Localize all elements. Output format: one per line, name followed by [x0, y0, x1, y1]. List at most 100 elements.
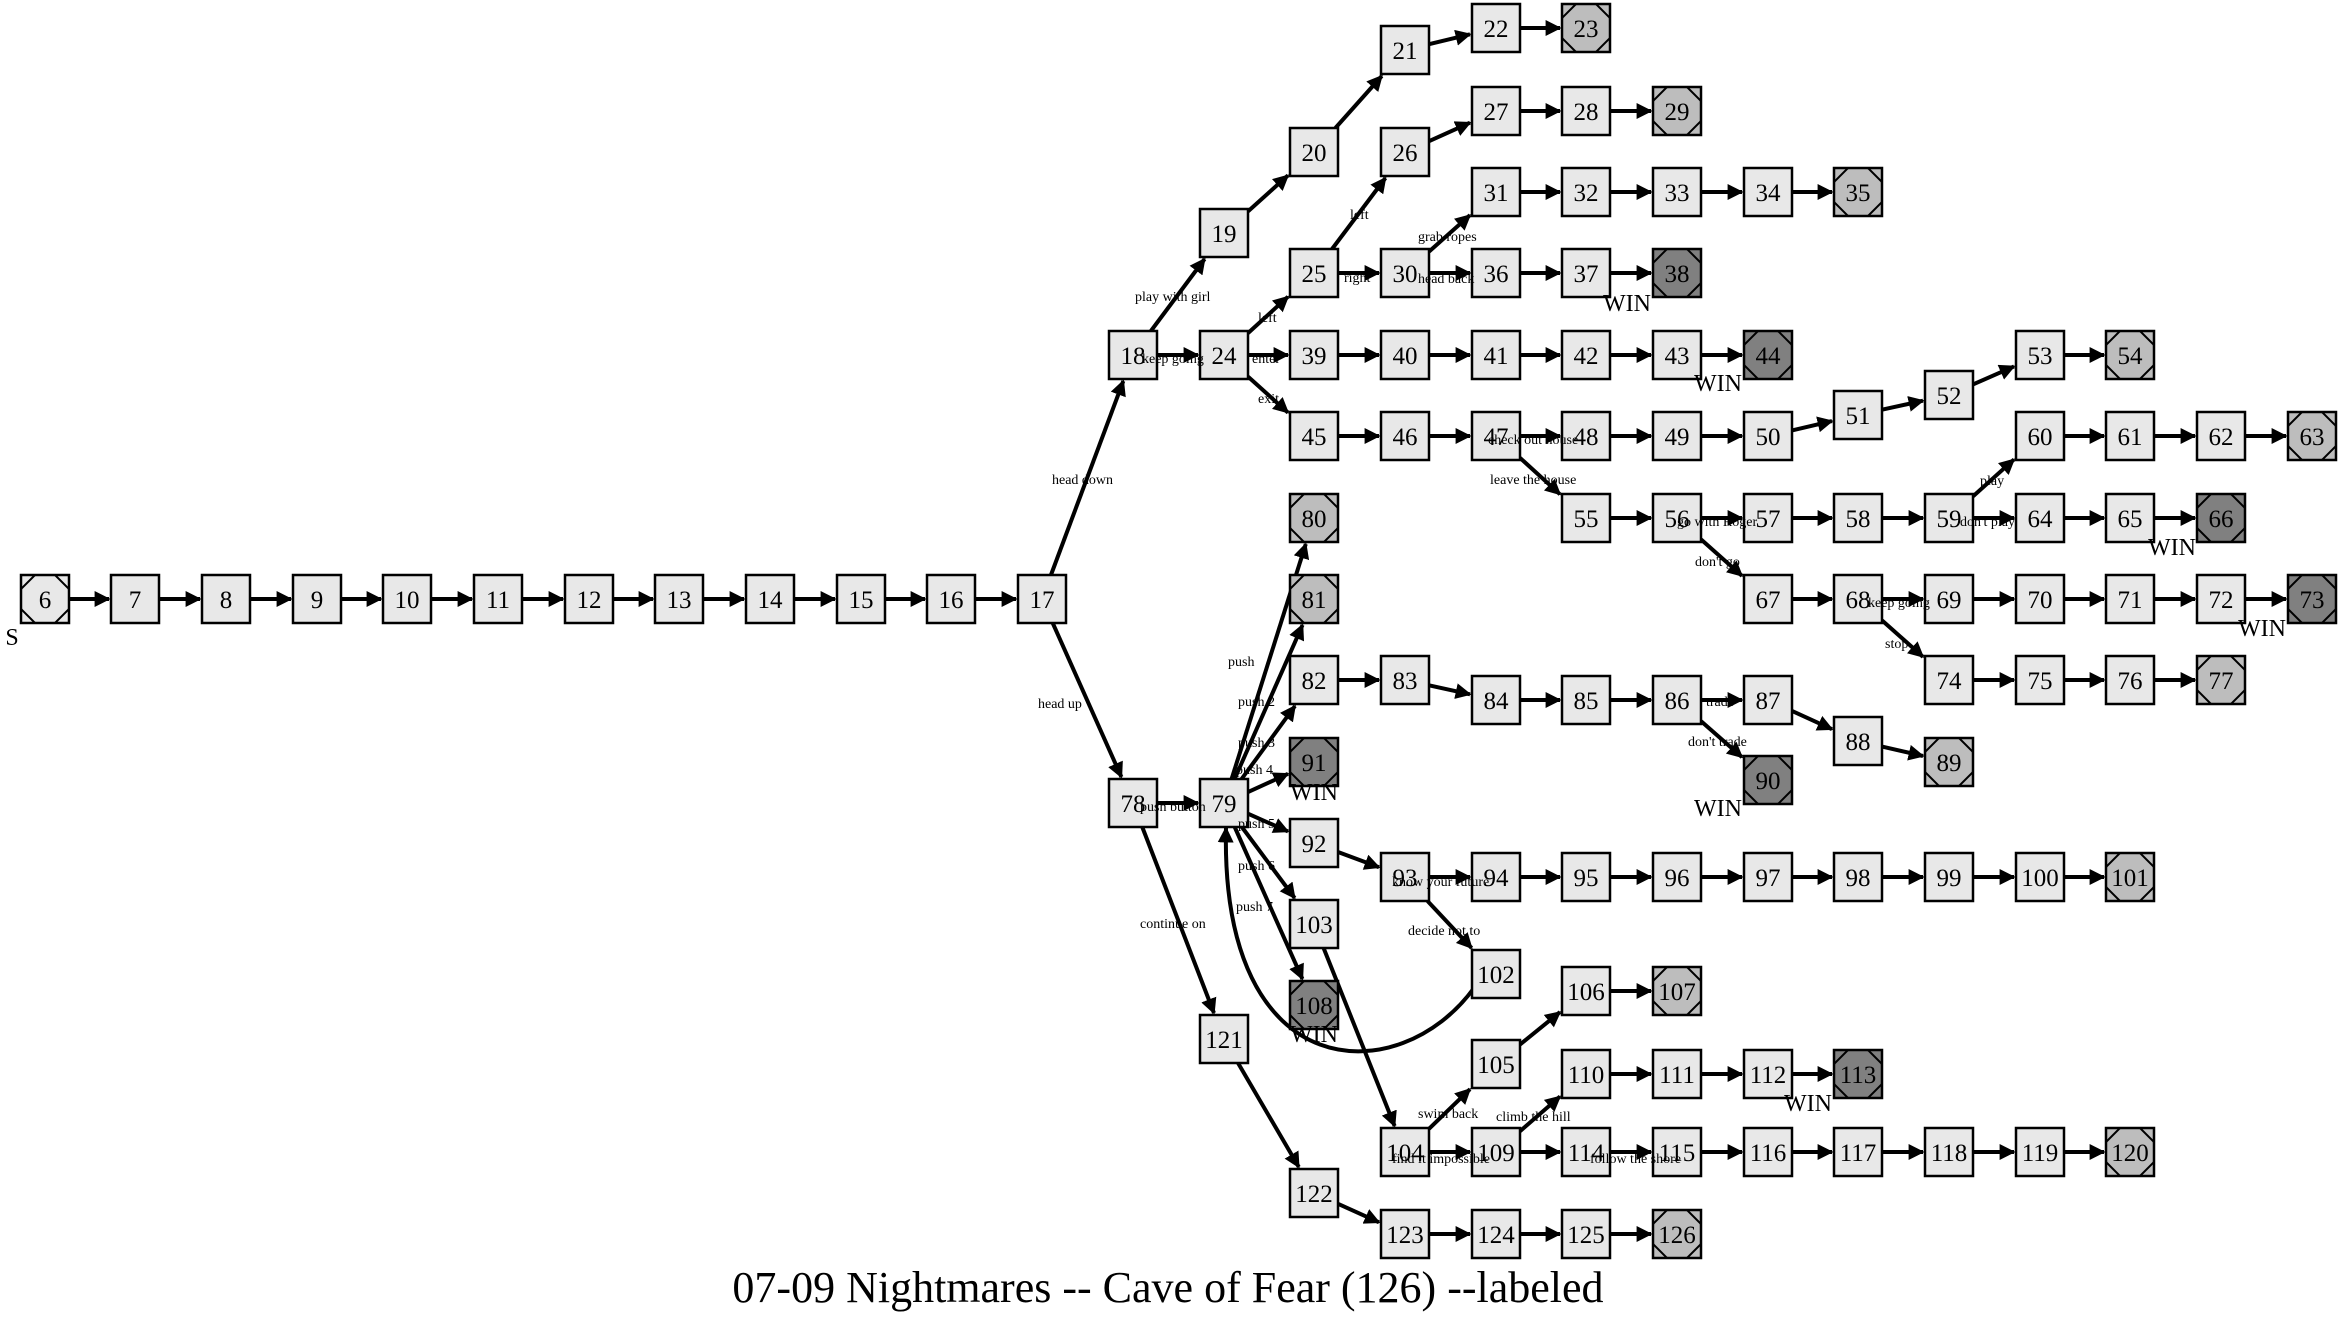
node-box: [1107, 777, 1159, 829]
node-box: [381, 573, 433, 625]
edge-105-106: [1518, 1010, 1562, 1047]
node-96: 96: [1651, 851, 1703, 903]
node-label: 119: [2022, 1140, 2059, 1167]
node-box: [1470, 410, 1522, 462]
node-label: 34: [1756, 180, 1782, 207]
node-label: 47: [1484, 424, 1509, 451]
node-octagon-marker: [2105, 1127, 2155, 1177]
node-label: 40: [1393, 343, 1418, 370]
edge-label-79-108: push 7: [1236, 900, 1273, 915]
node-label: 25: [1302, 261, 1327, 288]
node-58: 58: [1832, 492, 1884, 544]
node-99: 99: [1923, 851, 1975, 903]
node-octagon-marker: [1289, 574, 1339, 624]
node-20: 20: [1288, 126, 1340, 178]
node-label: 72: [2209, 587, 2234, 614]
node-box: [1560, 410, 1612, 462]
edge-59-60: [1971, 457, 2016, 498]
node-49: 49: [1651, 410, 1703, 462]
node-label: 8: [220, 587, 233, 614]
node-octagon-marker: [1833, 167, 1883, 217]
node-box: [1379, 247, 1431, 299]
node-11: 11: [472, 573, 524, 625]
node-label: 36: [1484, 261, 1509, 288]
node-40: 40: [1379, 329, 1431, 381]
node-box: [1651, 329, 1703, 381]
node-label: 117: [1840, 1140, 1877, 1167]
node-label: 125: [1567, 1222, 1605, 1249]
node-126: 126: [1651, 1208, 1703, 1260]
node-label: 35: [1846, 180, 1871, 207]
node-66: 66: [2195, 492, 2247, 544]
edge-label-47-55: leave the house: [1490, 473, 1576, 488]
node-label: 48: [1574, 424, 1599, 451]
node-label: 15: [849, 587, 874, 614]
node-label: 113: [1840, 1062, 1877, 1089]
node-label: 69: [1937, 587, 1962, 614]
node-label: 22: [1484, 16, 1509, 43]
node-label: 14: [758, 587, 784, 614]
node-24: 24: [1198, 329, 1250, 381]
node-label: 103: [1295, 912, 1333, 939]
node-19: 19: [1198, 207, 1250, 259]
node-label: 98: [1846, 865, 1871, 892]
node-53: 53: [2014, 329, 2066, 381]
node-label: 123: [1386, 1222, 1424, 1249]
node-box: [563, 573, 615, 625]
node-box: [1560, 166, 1612, 218]
node-label: 58: [1846, 506, 1871, 533]
edge-79-81: [1232, 623, 1305, 780]
edge-93-102: [1426, 899, 1474, 950]
edge-104-105: [1427, 1087, 1472, 1131]
node-box: [1651, 674, 1703, 726]
node-86: 86: [1651, 674, 1703, 726]
node-56: 56: [1651, 492, 1703, 544]
edge-88-89: [1881, 744, 1925, 761]
node-8: 8: [200, 573, 252, 625]
node-97: 97: [1742, 851, 1794, 903]
node-121: 121: [1198, 1013, 1250, 1065]
node-octagon-marker: [20, 574, 70, 624]
node-octagon-marker: [2287, 574, 2337, 624]
node-box: [1560, 1048, 1612, 1100]
node-box: [1288, 410, 1340, 462]
node-6: 6: [19, 573, 71, 625]
node-105: 105: [1470, 1038, 1522, 1090]
node-box: [1288, 1167, 1340, 1219]
node-label: 109: [1477, 1140, 1515, 1167]
edge-label-24-39: enter: [1252, 352, 1280, 367]
node-label: 21: [1393, 38, 1418, 65]
node-label: 102: [1477, 962, 1515, 989]
node-100: 100: [2014, 851, 2066, 903]
node-41: 41: [1470, 329, 1522, 381]
node-label: 20: [1302, 140, 1327, 167]
node-box: [2104, 851, 2156, 903]
node-label: 110: [1568, 1062, 1605, 1089]
node-33: 33: [1651, 166, 1703, 218]
node-box: [1470, 674, 1522, 726]
node-16: 16: [925, 573, 977, 625]
edge-20-21: [1333, 74, 1384, 130]
node-octagon-marker: [1743, 330, 1793, 380]
node-63: 63: [2286, 410, 2338, 462]
node-9: 9: [291, 573, 343, 625]
node-box: [1742, 410, 1794, 462]
node-box: [1560, 1208, 1612, 1260]
node-38: 38: [1651, 247, 1703, 299]
node-box: [1651, 492, 1703, 544]
node-label: 92: [1302, 831, 1327, 858]
node-label: 46: [1393, 424, 1418, 451]
node-box: [1470, 166, 1522, 218]
node-110: 110: [1560, 1048, 1612, 1100]
node-octagon-marker: [2196, 493, 2246, 543]
node-box: [1651, 166, 1703, 218]
node-label: 94: [1484, 865, 1510, 892]
node-box: [1288, 654, 1340, 706]
edge-label-56-57: go with Roger: [1677, 515, 1757, 530]
node-label: 11: [486, 587, 510, 614]
node-34: 34: [1742, 166, 1794, 218]
node-box: [1923, 654, 1975, 706]
edge-51-52: [1881, 395, 1925, 412]
node-label: 105: [1477, 1052, 1515, 1079]
node-44: 44: [1742, 329, 1794, 381]
